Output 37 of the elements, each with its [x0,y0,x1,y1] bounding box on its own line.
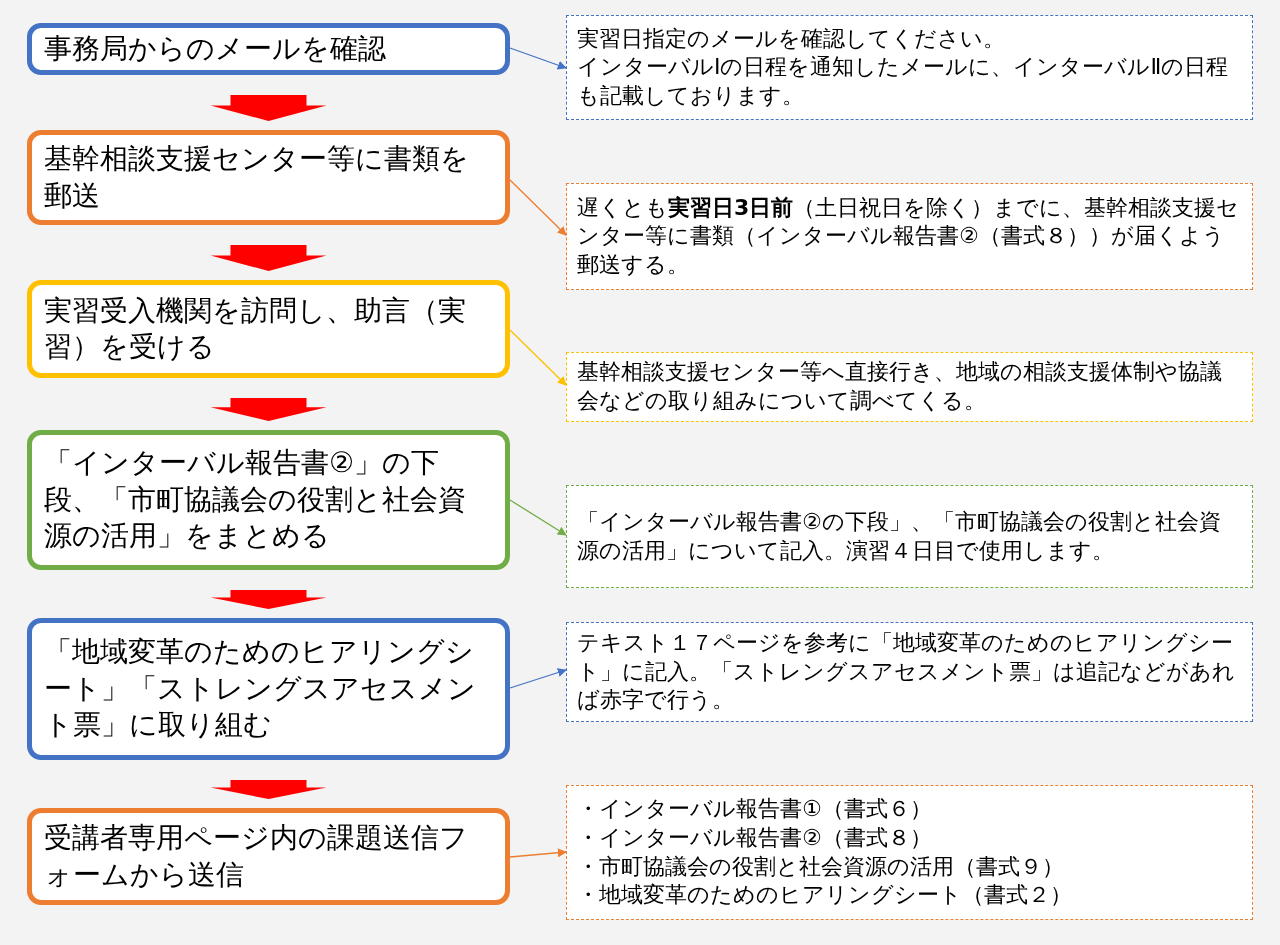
step-text: 実習受入機関を訪問し、助言（実習）を受ける [44,292,467,365]
arrow [509,329,567,386]
arrow [509,668,567,689]
note-text: 基幹相談支援センター等へ直接行き、地域の相談支援体制や協議会などの取り組みについて調べてくる。 [577,358,1223,415]
step-box [27,23,510,75]
note-box [566,352,1253,422]
note-box [566,485,1253,588]
step-box [27,618,510,760]
step-box [27,130,510,225]
note-text: ・インターバル報告書①（書式６） [577,795,933,824]
note-text: ・地域変革のためのヒアリングシート（書式２） [577,881,1073,910]
note-text: 実習日指定のメールを確認してください。 [577,24,1006,53]
note-text: テキスト１７ページを参考に「地域変革のためのヒアリングシート」に記入。「ストレングスアセスメント票」は追記などがあれば赤字で行う。 [577,629,1236,715]
step-box [27,430,510,570]
arrow [509,499,567,536]
arrow [509,179,567,236]
step-text: 「インターバル報告書②」の下段、「市町協議会の役割と社会資源の活用」をまとめる [44,445,467,555]
step-text: 基幹相談支援センター等に書類を郵送 [44,141,470,214]
note-box [566,622,1253,722]
step-text: 「地域変革のためのヒアリングシート」「ストレングスアセスメント票」に取り組む [44,634,477,744]
block-arrow [210,245,327,271]
step-box [27,808,510,905]
arrow [509,848,567,858]
step-box [27,280,510,378]
note-text: 遅くとも実習日3日前（土日祝日を除く）までに、基幹相談支援センター等に書類（インターバル報告書②（書式８））が届くよう郵送する。 [577,193,1241,279]
block-arrow [210,95,327,121]
note-box [566,183,1253,290]
note-box [566,785,1253,920]
note-text: インターバルⅠの日程を通知したメールに、インターバルⅡの日程も記載しております。 [577,53,1230,110]
step-text: 事務局からのメールを確認 [44,30,387,67]
arrow [509,47,567,70]
block-arrow [210,398,327,421]
step-text: 受講者専用ページ内の課題送信フォームから送信 [44,820,469,893]
note-text: 「インターバル報告書②の下段」、「市町協議会の役割と社会資源の活用」について記入。演習４日目で使用します。 [577,507,1222,565]
note-text: ・インターバル報告書②（書式８） [577,823,933,852]
note-text: ・市町協議会の役割と社会資源の活用（書式９） [577,852,1065,881]
note-box [566,15,1253,120]
